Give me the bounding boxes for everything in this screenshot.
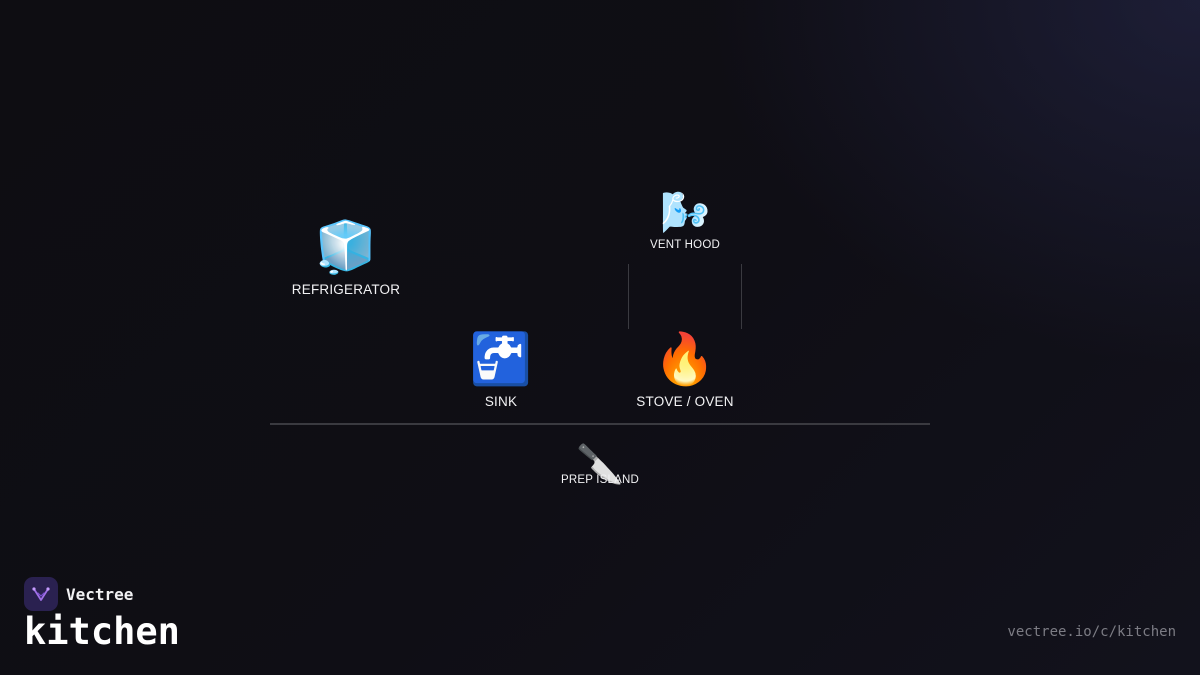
node-label: STOVE / OVEN — [636, 394, 734, 409]
node-refrigerator[interactable]: 🧊 REFRIGERATOR — [292, 222, 400, 297]
node-label: PREP ISLAND — [560, 474, 640, 486]
connector-line-left — [628, 264, 629, 329]
faucet-icon: 🚰 — [469, 331, 533, 387]
vectree-logo-icon — [24, 577, 58, 611]
node-stove-oven[interactable]: 🔥 STOVE / OVEN — [636, 334, 733, 409]
node-label: REFRIGERATOR — [291, 282, 401, 297]
ice-cube-icon: 🧊 — [314, 219, 378, 275]
page-url[interactable]: vectree.io/c/kitchen — [1007, 624, 1176, 640]
fire-icon: 🔥 — [653, 331, 717, 387]
node-label: VENT HOOD — [650, 239, 720, 251]
page-title: kitchen — [24, 610, 180, 653]
node-prep-island[interactable]: 🔪 PREP ISLAND — [561, 446, 639, 486]
node-label: SINK — [484, 394, 518, 409]
wind-icon: 🌬️ — [660, 191, 710, 235]
connector-line-right — [741, 264, 742, 329]
brand-name: Vectree — [66, 584, 134, 604]
brand: Vectree — [24, 577, 133, 611]
knife-icon: 🔪 — [576, 444, 624, 486]
node-sink[interactable]: 🚰 SINK — [470, 334, 532, 409]
node-vent-hood[interactable]: 🌬️ VENT HOOD — [650, 193, 720, 251]
counter-line — [270, 423, 930, 425]
